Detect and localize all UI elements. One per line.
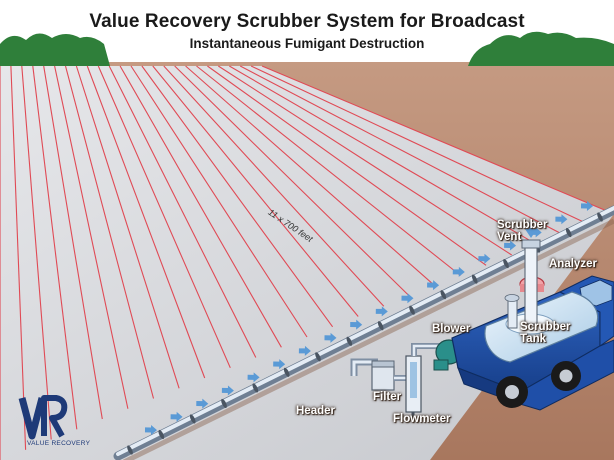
scrubber-vent-stack xyxy=(524,245,538,325)
vent-arrow-icon xyxy=(525,229,537,238)
truck-wheel-rear-hub xyxy=(505,385,519,399)
filter-housing xyxy=(371,365,395,391)
pipe-joint xyxy=(221,398,227,408)
flow-arrow-icon xyxy=(555,214,568,225)
tarp-seam xyxy=(130,65,308,338)
vent-arrow-shaft xyxy=(529,222,533,230)
flow-arrow-icon xyxy=(298,345,311,356)
tarp-seams xyxy=(0,65,614,460)
truck-wheel-front-hub xyxy=(559,369,573,383)
pipe-joint xyxy=(283,367,290,377)
tarp-seam xyxy=(185,65,436,287)
tarp-seam xyxy=(250,65,589,225)
flow-arrow-icon xyxy=(427,280,440,291)
flow-arrows xyxy=(144,201,593,436)
pipe-joint xyxy=(346,336,353,346)
tarp-seam xyxy=(75,65,180,389)
tarp-seam xyxy=(229,65,538,246)
flow-arrow-icon xyxy=(273,359,286,370)
value-recovery-logo-icon xyxy=(18,395,68,440)
flow-arrow-icon xyxy=(247,372,260,383)
pipe-joint xyxy=(158,429,165,440)
pipe-joint xyxy=(503,259,509,269)
filter-top xyxy=(371,360,395,368)
diagram-subtitle: Instantaneous Fumigant Destruction xyxy=(189,36,425,51)
tarp-seam xyxy=(64,65,155,399)
tarp-seam xyxy=(141,65,334,328)
flow-arrow-icon xyxy=(221,385,234,396)
flowmeter-label: Flowmeter xyxy=(393,413,451,425)
flow-arrow-icon xyxy=(452,266,465,277)
tree-line-left xyxy=(0,33,110,66)
pipe-joint xyxy=(597,212,603,222)
tarp-seam xyxy=(10,65,27,450)
tarp-seam xyxy=(239,65,564,235)
diagram-title: Value Recovery Scrubber System for Broad… xyxy=(89,11,525,32)
flow-arrow-icon xyxy=(375,306,388,317)
tarp-seam xyxy=(207,65,487,266)
tarp-seam xyxy=(152,65,359,317)
pipe-joint xyxy=(471,274,478,284)
scrubber-tank-label: Scrubber Tank xyxy=(520,321,571,345)
flow-arrow-icon xyxy=(504,240,517,251)
logo-brand-text: VALUE RECOVERY xyxy=(27,440,91,447)
flowmeter-to-blower-pipe-hl xyxy=(412,344,440,356)
pipe-joint xyxy=(315,352,321,362)
flow-arrow-icon xyxy=(401,293,414,304)
tarp-seam xyxy=(32,65,78,430)
blower-motor xyxy=(433,359,449,371)
header-pipe-joints xyxy=(127,212,603,455)
pipe-joint xyxy=(127,445,133,455)
analyzer-label: Analyzer xyxy=(549,258,597,270)
flow-arrow-icon xyxy=(170,411,183,422)
pipe-joint xyxy=(409,305,415,315)
flow-arrow-icon xyxy=(478,253,491,264)
tarp-seam xyxy=(218,65,512,256)
flow-arrow-icon xyxy=(580,201,593,212)
tarp-seam xyxy=(21,65,52,440)
tarp-seam xyxy=(86,65,206,379)
tarp-seam xyxy=(196,65,461,276)
filter-label: Filter xyxy=(373,391,402,403)
pipe-joint xyxy=(189,414,196,424)
pipe-joint xyxy=(252,383,259,393)
tarp-seam xyxy=(54,65,129,409)
tarp-seam xyxy=(119,65,282,348)
flow-arrow-icon xyxy=(196,398,209,409)
flow-arrow-icon xyxy=(324,332,337,343)
tarp-seam xyxy=(108,65,257,358)
flow-arrow-icon xyxy=(350,319,363,330)
tree-line-right xyxy=(468,31,614,66)
tarp-seam xyxy=(43,65,103,420)
flow-arrow-icon xyxy=(144,425,157,436)
tarp-seam xyxy=(174,65,410,297)
tarp-seam xyxy=(261,65,614,215)
pipe-joint xyxy=(377,321,384,331)
pipe-joint xyxy=(565,227,572,238)
blower-label: Blower xyxy=(432,323,471,335)
scrubber-vent-cap xyxy=(521,239,541,249)
pipe-joint xyxy=(440,290,447,300)
tarp-seam xyxy=(97,65,231,369)
flowmeter-window xyxy=(410,362,417,398)
tarp-seam xyxy=(163,65,385,307)
scrubber-vent-label: Scrubber Vent xyxy=(497,219,548,243)
branch-pipe-highlight xyxy=(352,360,378,376)
tank-riser xyxy=(507,297,518,329)
tank-riser-cap xyxy=(504,294,520,302)
header-pipe-label: Header xyxy=(296,405,335,417)
